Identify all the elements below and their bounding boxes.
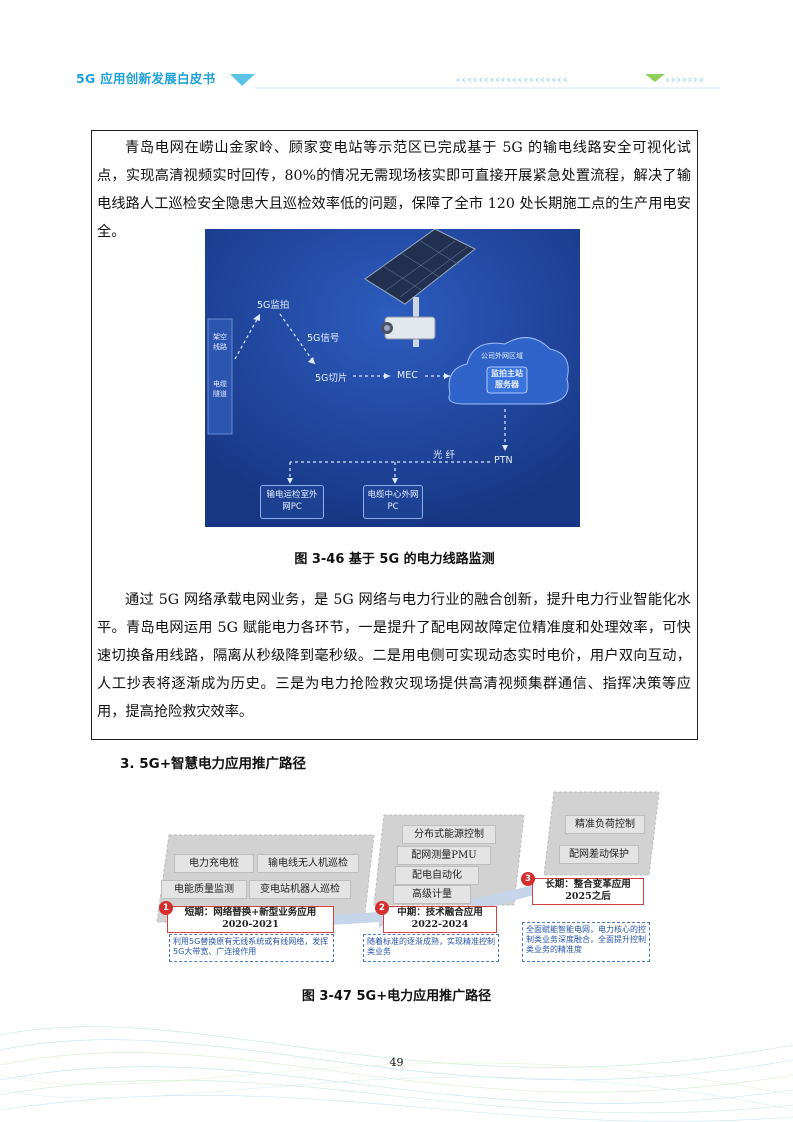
label-overhead-line: 架空线路 bbox=[213, 333, 227, 351]
diagram-lines bbox=[205, 229, 580, 527]
label-monitor-server: 监拍主站服务器 bbox=[491, 369, 523, 389]
tag-load-control: 精准负荷控制 bbox=[565, 815, 645, 834]
stage2-label: 中期：技术融合应用 bbox=[397, 907, 483, 918]
page-number: 49 bbox=[389, 1056, 404, 1069]
stage1-years: 2020-2021 bbox=[222, 919, 279, 930]
header-chevrons-icon: ‹‹‹‹‹‹‹‹‹‹‹‹‹‹‹‹‹‹‹‹ bbox=[455, 73, 568, 86]
figure1-caption: 图 3-46 基于 5G 的电力线路监测 bbox=[294, 552, 495, 567]
label-mec: MEC bbox=[397, 370, 418, 381]
label-5g-slice: 5G切片 bbox=[315, 373, 348, 384]
stage3-years: 2025之后 bbox=[565, 891, 611, 902]
label-5g-monitor: 5G监拍 bbox=[257, 300, 290, 311]
stage1-note: 利用5G替换原有无线系统或有线网络，发挥5G大带宽、广连接作用 bbox=[169, 934, 334, 962]
stage3-label: 长期：整合变革应用 bbox=[545, 879, 631, 890]
stage2-years: 2022-2024 bbox=[411, 919, 469, 930]
label-pc1: 输电运检室外网PC bbox=[266, 490, 318, 512]
tag-distributed-energy: 分布式能源控制 bbox=[402, 825, 496, 844]
stage1-label: 短期：网络替换+新型业务应用 bbox=[184, 907, 317, 918]
running-header-title: 5G 应用创新发展白皮书 bbox=[76, 71, 216, 86]
figure-power-line-monitoring: 架空线路 电缆隧道 5G监拍 5G信号 5G切片 MEC 公司外网区域 监拍主站… bbox=[205, 229, 580, 527]
label-pc2: 电缆中心外网PC bbox=[367, 490, 419, 512]
tag-power-quality: 电能质量监测 bbox=[161, 880, 247, 899]
tag-uav-inspection: 输电线无人机巡检 bbox=[257, 854, 359, 873]
stage2-number: 2 bbox=[375, 901, 389, 915]
tag-distribution-automation: 配电自动化 bbox=[395, 866, 479, 885]
label-5g-signal: 5G信号 bbox=[307, 333, 340, 344]
header-chevrons-right-icon: ››››››› bbox=[664, 73, 704, 86]
stage2-box: 中期：技术融合应用 2022-2024 bbox=[383, 906, 497, 933]
stage3-box: 长期：整合变革应用 2025之后 bbox=[532, 878, 644, 905]
camera-icon bbox=[381, 316, 436, 340]
stage2-note: 随着标准的逐渐成熟，实现精准控制类业务 bbox=[363, 934, 499, 962]
tag-charging-pile: 电力充电桩 bbox=[174, 854, 254, 873]
tag-pmu: 配网测量PMU bbox=[397, 846, 491, 865]
label-cloud-region: 公司外网区域 bbox=[481, 352, 523, 360]
pc-transmission-room: 输电运检室外网PC bbox=[260, 485, 324, 519]
tag-differential-protection: 配网差动保护 bbox=[559, 845, 639, 864]
stage1-box: 短期：网络替换+新型业务应用 2020-2021 bbox=[167, 906, 334, 933]
stage3-note: 全面赋能智能电网，电力核心的控制类业务深度融合，全面提升控制类业务的精准度 bbox=[522, 922, 650, 962]
label-ptn: PTN bbox=[494, 455, 513, 466]
header-decoration bbox=[230, 74, 720, 89]
stage1-number: 1 bbox=[159, 901, 173, 915]
stage3-number: 3 bbox=[521, 872, 535, 886]
pc-cable-center: 电缆中心外网PC bbox=[363, 485, 423, 519]
tag-advanced-metering: 高级计量 bbox=[393, 885, 471, 904]
figure2-caption: 图 3-47 5G+电力应用推广路径 bbox=[301, 989, 492, 1004]
label-cable-tunnel: 电缆隧道 bbox=[213, 380, 227, 398]
tag-robot-inspection: 变电站机器人巡检 bbox=[249, 880, 351, 899]
section-title: 3. 5G+智慧电力应用推广路径 bbox=[120, 756, 307, 772]
case-study-box bbox=[91, 130, 698, 740]
figure-promotion-path: 电力充电桩 输电线无人机巡检 电能质量监测 变电站机器人巡检 短期：网络替换+新… bbox=[139, 790, 666, 970]
label-fiber: 光 纤 bbox=[433, 450, 456, 461]
paragraph-benefits: 通过 5G 网络承载电网业务，是 5G 网络与电力行业的融合创新，提升电力行业智… bbox=[97, 592, 691, 720]
paragraph-pilot: 青岛电网在崂山金家岭、顾家变电站等示范区已完成基于 5G 的输电线路安全可视化试… bbox=[97, 140, 691, 240]
background-wave-decoration bbox=[0, 1026, 793, 1122]
